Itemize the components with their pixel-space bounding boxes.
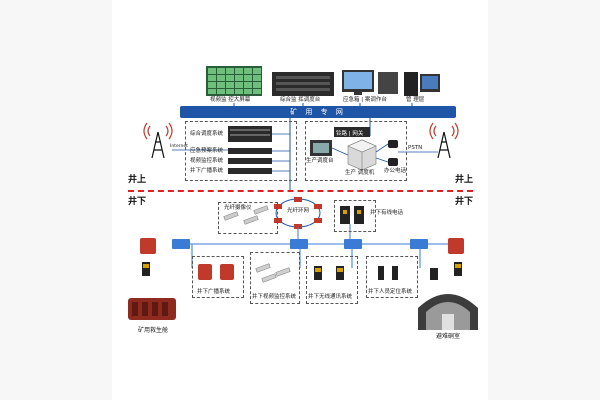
fiber-ring-label: 光纤环网 [287, 208, 310, 214]
zone-below-left: 井下 [128, 197, 147, 207]
video-system-label: 井下视频监控系统 [252, 294, 297, 300]
zone-below-right: 井下 [455, 197, 474, 207]
gateway-device-icon [334, 127, 370, 137]
office-phone-icon [388, 140, 398, 166]
dispatcher-label: 生产 调度机 [345, 170, 375, 176]
system-label-video: 视频监控系统 [190, 158, 224, 164]
dispatch-systems-box [305, 121, 407, 181]
server-rack-icon [228, 126, 272, 174]
mine-network-bus: 矿 用 专 网 [180, 106, 456, 118]
right-box-links [331, 143, 438, 163]
internet-label: Internet [170, 144, 188, 149]
wireless-group-box [306, 256, 358, 304]
left-box-links [172, 133, 290, 172]
refuge-chamber-icon [418, 294, 478, 330]
radio-tower-right-icon [429, 122, 459, 159]
radio-tower-left-icon [143, 122, 173, 159]
system-label-emergency: 应急预案系统 [190, 148, 224, 154]
cameras-underground [255, 263, 291, 283]
zone-above-right: 井上 [455, 175, 474, 185]
video-wall-label: 视频监 控大屏幕 [210, 97, 251, 103]
rescue-capsule-icon [128, 298, 176, 320]
wired-phone-box [334, 200, 376, 232]
positioning-group-box [366, 256, 418, 298]
camera-converter-label: 光纤摄像仪 [224, 205, 252, 211]
emergency-label: 应急箱 | 案调作台 [343, 97, 387, 103]
gateway-label: 铃路 | 网关 [336, 131, 364, 137]
management-label: 管 理层 [406, 97, 425, 103]
wired-phone-units-icon [340, 206, 364, 224]
system-label-dispatch: 综合调度系统 [190, 131, 224, 137]
broadcast-group-box [192, 256, 244, 298]
video-group-box [250, 252, 300, 304]
video-wall-icon [206, 66, 262, 96]
yellow-radio-units [142, 262, 462, 280]
refuge-chamber-label: 避难硐室 [436, 333, 461, 340]
dispatch-console-icon [272, 72, 334, 96]
zone-above-left: 井上 [128, 175, 147, 185]
emergency-workstation-icon [342, 70, 398, 95]
pstn-label: PSTN [408, 145, 423, 151]
wireless-system-label: 井下无线通讯系统 [308, 294, 353, 300]
camera-converters-icon [223, 205, 269, 225]
broadcast-label: 井下广播系统 [197, 289, 231, 295]
camera-converter-box [218, 202, 278, 234]
surface-systems-box [185, 121, 297, 181]
rescue-capsule-label: 矿用救生舱 [138, 327, 169, 334]
positioning-label: 井下人员定位系统 [368, 289, 413, 295]
dispatcher-cube-icon [347, 139, 377, 171]
dispatch-label: 综合监 挥调度台 [280, 97, 321, 103]
console-phone-icon [310, 140, 332, 156]
management-server-icon [404, 72, 440, 96]
console-label: 生产调度台 [306, 158, 334, 164]
office-phone-label: 办公电话 [384, 168, 407, 174]
positioning-tags [378, 266, 438, 280]
bus-label: 矿 用 专 网 [290, 108, 346, 116]
explosion-proof-devices [140, 238, 464, 280]
surface-underground-divider [128, 190, 473, 192]
system-label-broadcast: 井下广播系统 [190, 168, 224, 174]
wired-phone-label: 井下有线电话 [370, 210, 404, 216]
switch-nodes [172, 239, 428, 249]
